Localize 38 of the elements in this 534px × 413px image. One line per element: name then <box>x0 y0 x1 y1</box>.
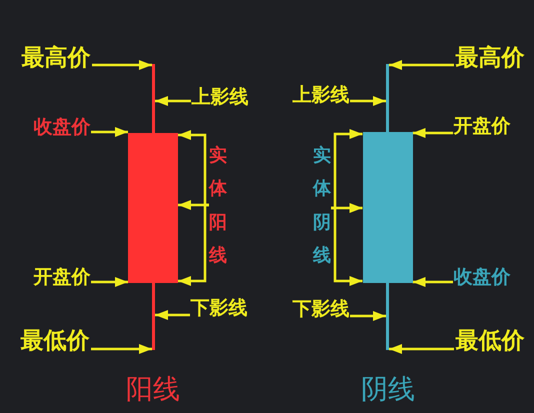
arrow <box>331 206 362 286</box>
arrow <box>91 344 152 354</box>
body-label: 实体阳线 <box>209 139 227 272</box>
arrow <box>412 128 453 138</box>
arrow <box>331 129 362 210</box>
candle-body <box>128 133 178 283</box>
candle-title: 阴线 <box>360 374 416 406</box>
close-price-label: 收盘价 <box>453 266 511 289</box>
close-price-label: 收盘价 <box>33 116 91 139</box>
arrow <box>155 96 191 106</box>
arrow <box>389 344 454 354</box>
arrow <box>155 310 190 320</box>
candle-body <box>362 132 412 283</box>
upper-shadow-label: 上影线 <box>191 86 249 109</box>
open-price-label: 开盘价 <box>453 115 511 138</box>
arrow <box>412 277 453 287</box>
arrow <box>350 311 386 321</box>
lower-wick <box>152 283 155 350</box>
high-price-label: 最高价 <box>20 45 92 73</box>
arrow <box>350 96 386 106</box>
arrow <box>178 130 209 206</box>
arrow <box>91 127 128 137</box>
high-price-label: 最高价 <box>454 45 526 73</box>
upper-wick <box>386 64 389 132</box>
body-label: 实体阴线 <box>313 139 331 272</box>
lower-shadow-label: 下影线 <box>292 298 350 321</box>
upper-wick <box>152 64 155 133</box>
arrow <box>178 204 209 286</box>
lower-wick <box>386 283 389 350</box>
low-price-label: 最低价 <box>454 328 526 356</box>
low-price-label: 最低价 <box>19 328 91 356</box>
arrow <box>91 277 128 287</box>
arrow <box>92 60 152 70</box>
candle-title: 阳线 <box>125 374 181 406</box>
open-price-label: 开盘价 <box>33 266 91 289</box>
arrow <box>389 60 454 70</box>
lower-shadow-label: 下影线 <box>190 297 248 320</box>
upper-shadow-label: 上影线 <box>292 84 350 107</box>
